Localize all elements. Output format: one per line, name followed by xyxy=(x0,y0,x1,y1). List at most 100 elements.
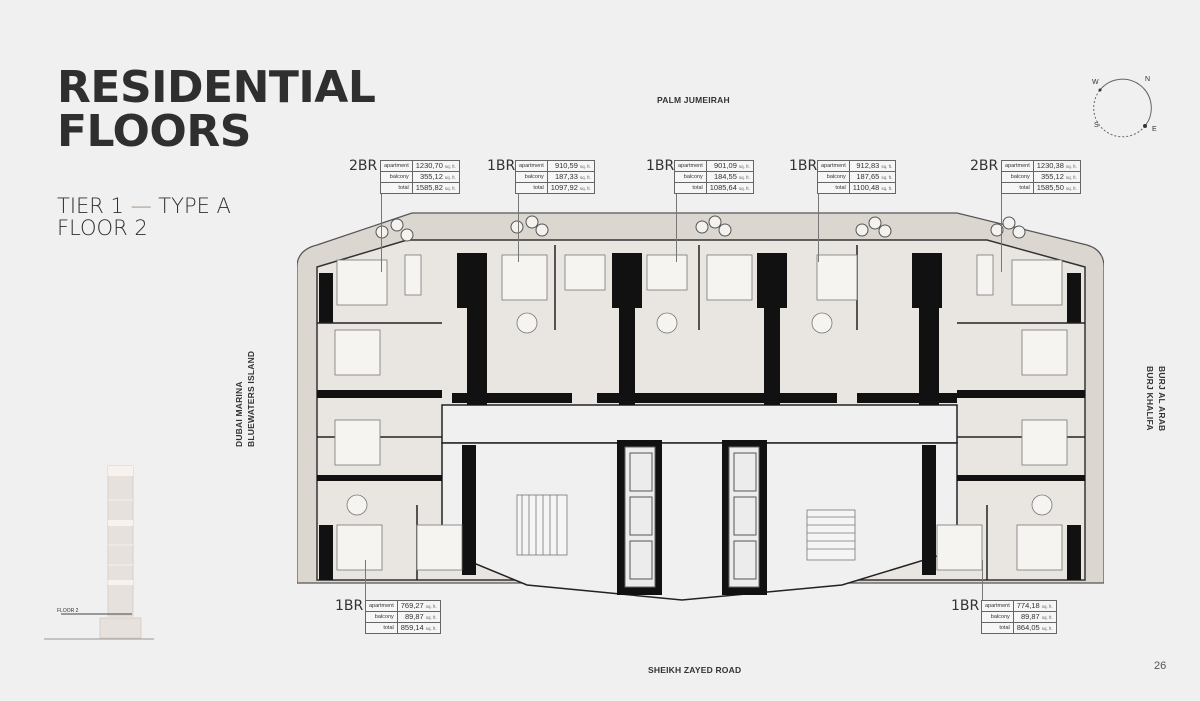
apartment-label: apartment xyxy=(365,600,398,612)
page-number: 26 xyxy=(1154,660,1167,672)
apartment-label: apartment xyxy=(674,160,707,172)
unit-type: 2BR xyxy=(349,158,378,174)
title-line-1: RESIDENTIAL xyxy=(57,62,376,113)
west-line-1: DUBAI MARINA xyxy=(234,381,244,447)
unit-label: sq. ft. xyxy=(444,186,456,191)
balcony-label: balcony xyxy=(1001,171,1034,183)
apartment-label: apartment xyxy=(1001,160,1034,172)
dash: — xyxy=(130,194,152,218)
balcony-value: 187,65 xyxy=(856,172,880,181)
floor-plan xyxy=(296,205,1105,605)
total-label: total xyxy=(380,182,413,194)
unit-label: sq. ft. xyxy=(881,186,893,191)
unit-label: sq. ft. xyxy=(1041,604,1053,609)
compass-w: W xyxy=(1092,79,1099,86)
unit-label: sq. ft. xyxy=(1065,164,1077,169)
direction-east: BURJ AL ARAB BURJ KHALIFA xyxy=(1144,366,1168,431)
total-value: 1100,48 xyxy=(852,183,880,192)
unit-label: sq. ft. xyxy=(1041,615,1053,620)
apartment-value: 774,18 xyxy=(1016,601,1040,610)
leader-line xyxy=(1001,192,1002,272)
balcony-label: balcony xyxy=(817,171,850,183)
tower-elevation-diagram xyxy=(44,460,154,640)
compass-n: N xyxy=(1145,76,1151,83)
total-value: 864,05 xyxy=(1016,623,1040,632)
balcony-label: balcony xyxy=(515,171,548,183)
total-label: total xyxy=(981,622,1014,634)
leader-line xyxy=(676,192,677,262)
total-label: total xyxy=(515,182,548,194)
unit-label: sq. ft. xyxy=(444,175,456,180)
tier-label: TIER 1 xyxy=(57,194,124,218)
apartment-value: 769,27 xyxy=(400,601,424,610)
apartment-label: apartment xyxy=(515,160,548,172)
balcony-label: balcony xyxy=(380,171,413,183)
unit-label: sq. ft. xyxy=(881,175,893,180)
leader-line xyxy=(365,560,366,600)
leader-line xyxy=(381,192,382,272)
subtitle: TIER 1 — TYPE A FLOOR 2 xyxy=(57,195,231,239)
unit-label: sq. ft. xyxy=(1065,186,1077,191)
unit-type: 1BR xyxy=(335,598,364,614)
unit-label: sq. ft. xyxy=(1065,175,1077,180)
apartment-label: apartment xyxy=(981,600,1014,612)
total-value: 1097,92 xyxy=(550,183,578,192)
compass-s: S xyxy=(1094,122,1099,129)
compass-e: E xyxy=(1152,126,1157,133)
balcony-label: balcony xyxy=(365,611,398,623)
balcony-value: 355,12 xyxy=(419,172,443,181)
unit-label: sq. ft. xyxy=(579,186,591,191)
direction-south: SHEIKH ZAYED ROAD xyxy=(648,665,742,675)
unit-type: 1BR xyxy=(487,158,516,174)
apartment-label: apartment xyxy=(817,160,850,172)
unit-label: sq. ft. xyxy=(425,615,437,620)
apartment-value: 1230,70 xyxy=(415,161,443,170)
tower-floor-label: FLOOR 2 xyxy=(57,608,79,614)
leader-line xyxy=(982,560,983,600)
direction-north: PALM JUMEIRAH xyxy=(657,95,730,105)
apartment-value: 912,83 xyxy=(856,161,880,170)
total-value: 1585,50 xyxy=(1036,183,1064,192)
apartment-value: 910,59 xyxy=(554,161,578,170)
unit-type: 1BR xyxy=(646,158,675,174)
balcony-value: 184,55 xyxy=(713,172,737,181)
unit-type: 2BR xyxy=(970,158,999,174)
unit-label: sq. ft. xyxy=(579,164,591,169)
title-line-2: FLOORS xyxy=(57,106,251,157)
total-label: total xyxy=(365,622,398,634)
unit-type: 1BR xyxy=(789,158,818,174)
unit-label: sq. ft. xyxy=(425,626,437,631)
direction-west: DUBAI MARINA BLUEWATERS ISLAND xyxy=(233,351,257,447)
balcony-value: 89,87 xyxy=(404,612,424,621)
balcony-label: balcony xyxy=(981,611,1014,623)
unit-label: sq. ft. xyxy=(738,175,750,180)
apartment-value: 1230,38 xyxy=(1036,161,1064,170)
east-line-2: BURJ KHALIFA xyxy=(1145,366,1155,431)
floor-label: FLOOR 2 xyxy=(57,216,148,240)
total-label: total xyxy=(1001,182,1034,194)
balcony-label: balcony xyxy=(674,171,707,183)
unit-type: 1BR xyxy=(951,598,980,614)
balcony-value: 187,33 xyxy=(554,172,578,181)
apartment-label: apartment xyxy=(380,160,413,172)
leader-line xyxy=(518,192,519,262)
apartment-value: 901,09 xyxy=(713,161,737,170)
west-line-2: BLUEWATERS ISLAND xyxy=(246,350,256,447)
total-label: total xyxy=(817,182,850,194)
type-label: TYPE A xyxy=(158,194,231,218)
leader-line xyxy=(818,192,819,262)
compass-icon: W N S E xyxy=(1090,76,1160,140)
unit-label: sq. ft. xyxy=(579,175,591,180)
unit-label: sq. ft. xyxy=(444,164,456,169)
balcony-value: 89,87 xyxy=(1020,612,1040,621)
total-label: total xyxy=(674,182,707,194)
unit-label: sq. ft. xyxy=(738,186,750,191)
unit-label: sq. ft. xyxy=(881,164,893,169)
east-line-1: BURJ AL ARAB xyxy=(1157,366,1167,432)
unit-label: sq. ft. xyxy=(738,164,750,169)
